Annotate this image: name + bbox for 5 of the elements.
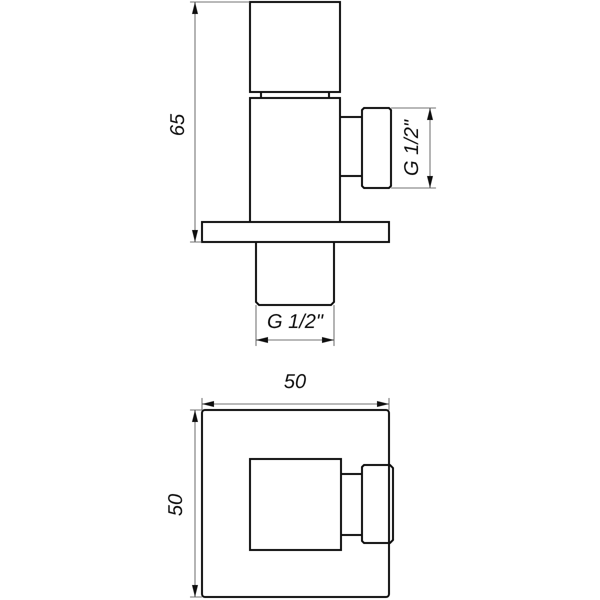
dimension-label: 50 [284, 372, 306, 392]
dimension-label: 50 [166, 494, 186, 516]
dimension-label: 65 [168, 114, 188, 136]
dimension-label: G 1/2" [402, 120, 422, 176]
dimension-label: G 1/2" [267, 312, 323, 332]
